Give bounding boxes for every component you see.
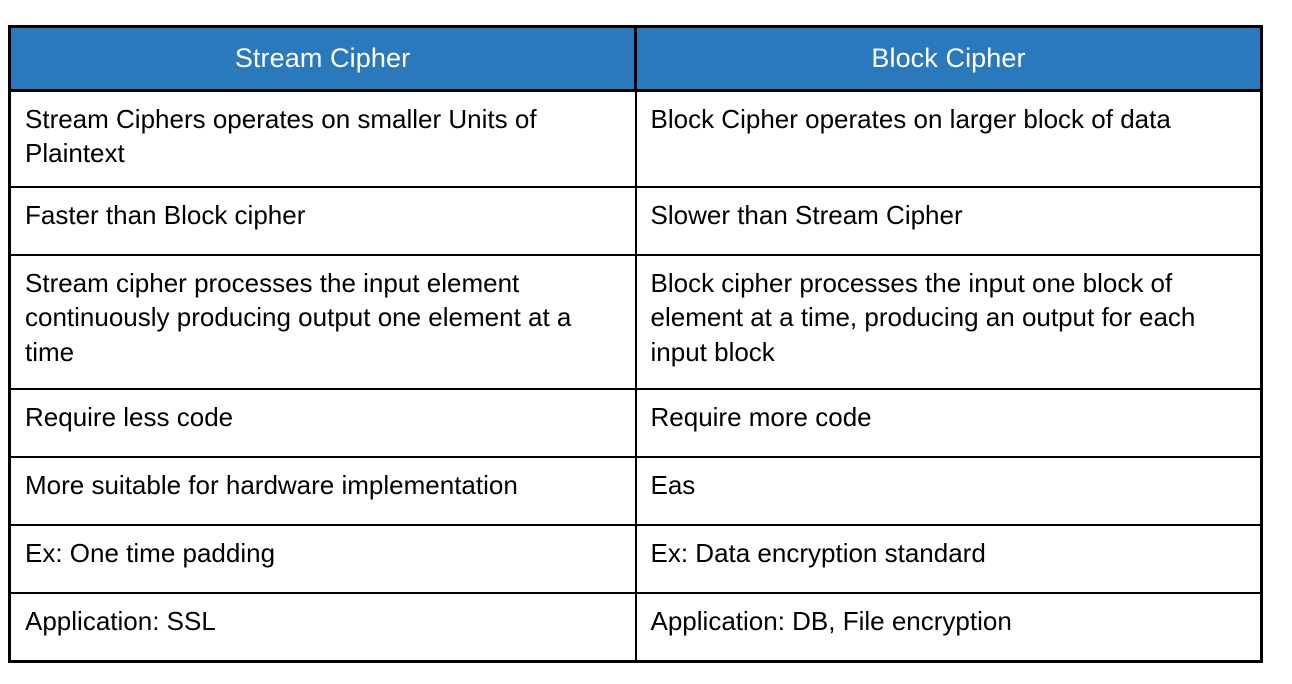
- cell-stream-cipher-4: More suitable for hardware implementatio…: [8, 456, 637, 526]
- table-body: Stream Ciphers operates on smaller Units…: [8, 89, 1263, 663]
- table-header-row: Stream Cipher Block Cipher: [8, 25, 1263, 92]
- cell-block-cipher-0: Block Cipher operates on larger block of…: [634, 89, 1263, 188]
- cell-stream-cipher-1: Faster than Block cipher: [8, 186, 637, 256]
- cell-block-cipher-1: Slower than Stream Cipher: [634, 186, 1263, 256]
- column-header-block-cipher: Block Cipher: [634, 25, 1263, 92]
- table-row: Faster than Block cipher Slower than Str…: [8, 186, 1263, 256]
- cell-block-cipher-6: Application: DB, File encryption: [634, 592, 1263, 663]
- table-row: Stream Ciphers operates on smaller Units…: [8, 89, 1263, 188]
- cell-stream-cipher-2: Stream cipher processes the input elemen…: [8, 254, 637, 390]
- cell-block-cipher-4: Eas: [634, 456, 1263, 526]
- table-row: Ex: One time padding Ex: Data encryption…: [8, 524, 1263, 594]
- comparison-table-container: Stream Cipher Block Cipher Stream Cipher…: [8, 25, 1263, 663]
- cell-block-cipher-5: Ex: Data encryption standard: [634, 524, 1263, 594]
- table-row: Stream cipher processes the input elemen…: [8, 254, 1263, 390]
- cell-stream-cipher-3: Require less code: [8, 388, 637, 458]
- cell-stream-cipher-6: Application: SSL: [8, 592, 637, 663]
- cell-stream-cipher-0: Stream Ciphers operates on smaller Units…: [8, 89, 637, 188]
- table-header: Stream Cipher Block Cipher: [8, 25, 1263, 92]
- table-row: More suitable for hardware implementatio…: [8, 456, 1263, 526]
- column-header-stream-cipher: Stream Cipher: [8, 25, 637, 92]
- table-row: Require less code Require more code: [8, 388, 1263, 458]
- cell-block-cipher-2: Block cipher processes the input one blo…: [634, 254, 1263, 390]
- table-row: Application: SSL Application: DB, File e…: [8, 592, 1263, 663]
- cell-block-cipher-3: Require more code: [634, 388, 1263, 458]
- cipher-comparison-table: Stream Cipher Block Cipher Stream Cipher…: [8, 25, 1263, 663]
- cell-stream-cipher-5: Ex: One time padding: [8, 524, 637, 594]
